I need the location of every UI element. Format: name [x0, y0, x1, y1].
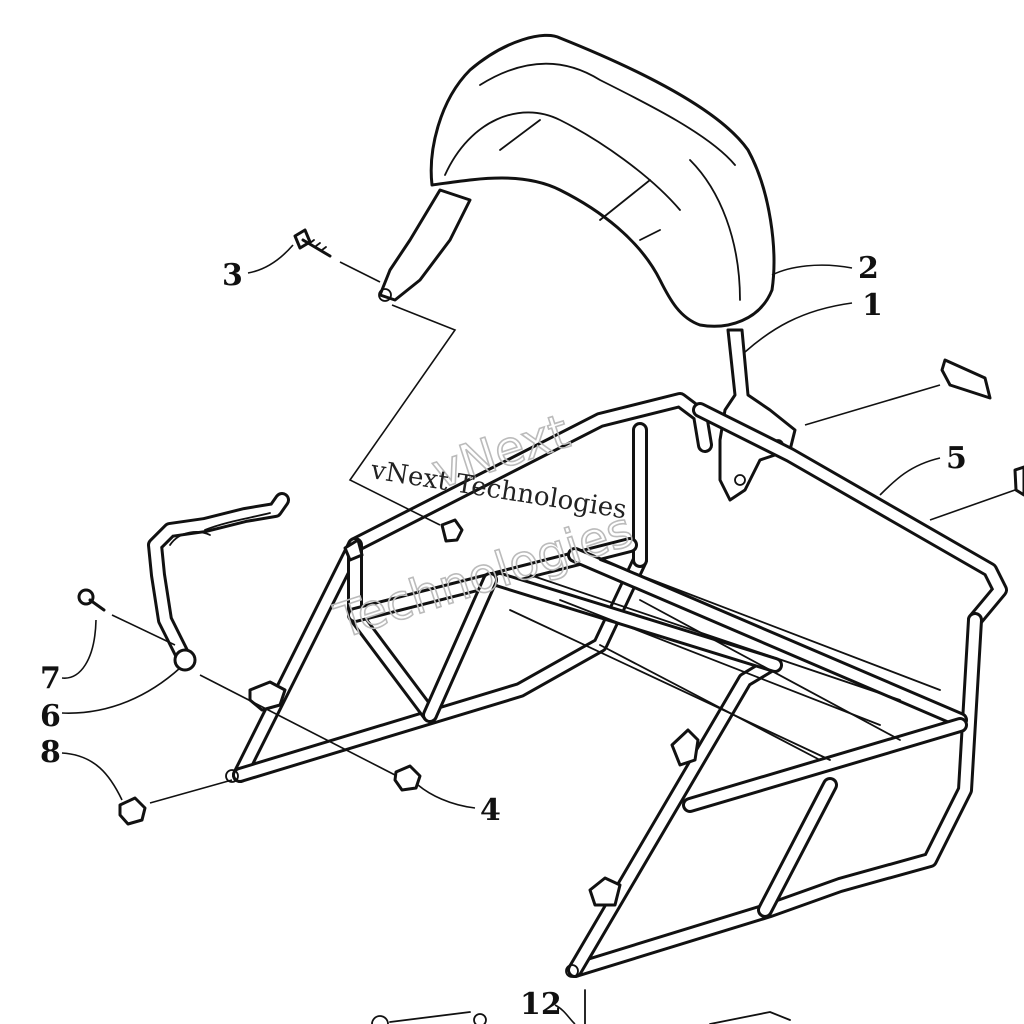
backrest-pad [429, 33, 776, 328]
watermark-outline-bottom: Technologies [328, 501, 640, 650]
callout-1: 1 [862, 288, 883, 323]
frame-nut [440, 518, 464, 543]
callout-3: 3 [222, 258, 243, 293]
callout-2: 2 [858, 251, 879, 286]
bolt-part-3 [293, 228, 332, 258]
cap-nut-part-8 [118, 796, 147, 826]
callout-7: 7 [40, 661, 61, 696]
callout-5: 5 [946, 441, 967, 476]
assembly-lines [111, 261, 1016, 804]
rack-pad [940, 358, 1024, 497]
hand-grip [147, 492, 290, 672]
bolt-part-7 [77, 588, 106, 612]
callout-8: 8 [40, 735, 61, 770]
callout-4: 4 [480, 793, 501, 828]
callout-leaders [61, 244, 941, 1024]
nut-part-4 [393, 764, 422, 792]
callout-6: 6 [40, 699, 61, 734]
bottom-partial-parts [371, 989, 791, 1024]
luggage-rack-frame [225, 392, 1008, 978]
callout-12: 12 [520, 987, 562, 1022]
